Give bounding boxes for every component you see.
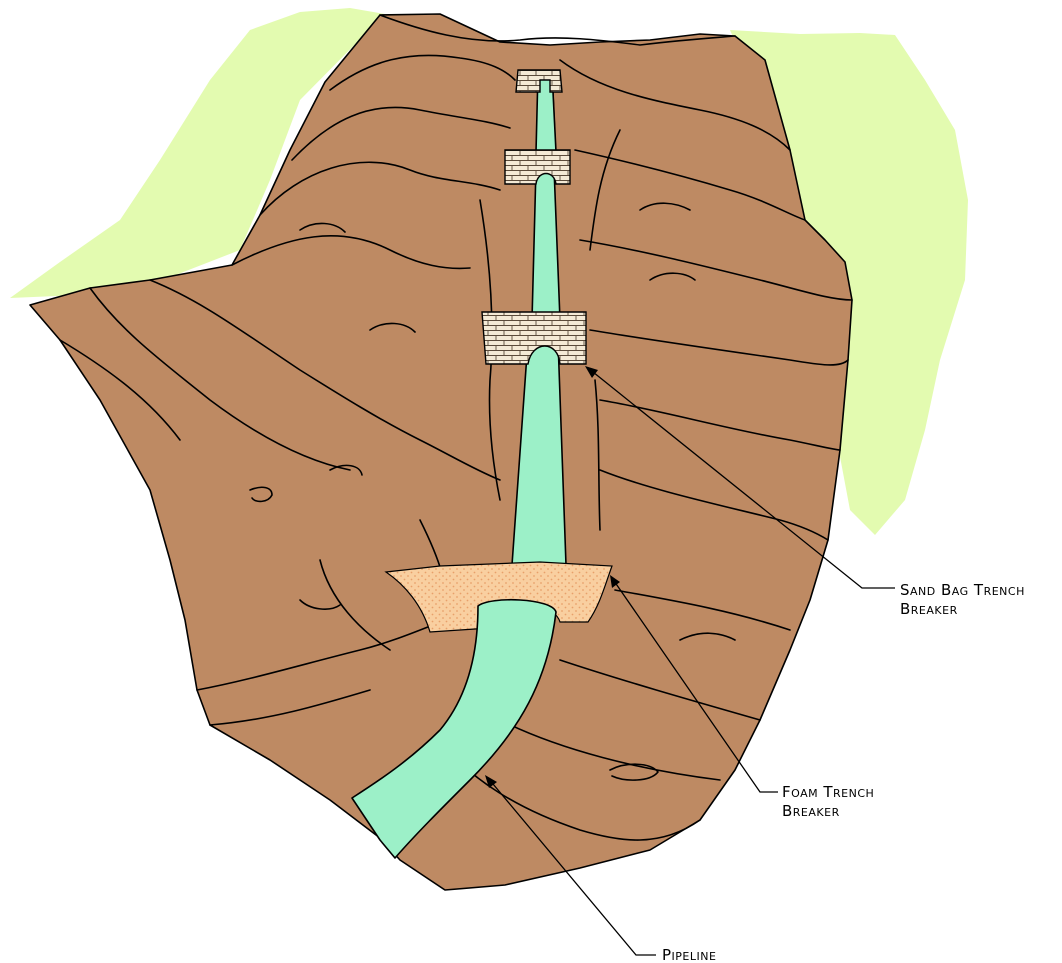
label-pipeline: Pipeline [662,946,716,963]
sand-bag-breaker-middle [505,150,570,184]
label-foam-line2: Breaker [782,802,840,820]
label-sand-bag-line1: Sand Bag Trench [900,581,1025,599]
sand-bag-breaker-top [516,70,562,92]
label-sand-bag-line2: Breaker [900,600,958,618]
label-foam-line1: Foam Trench [782,783,874,801]
